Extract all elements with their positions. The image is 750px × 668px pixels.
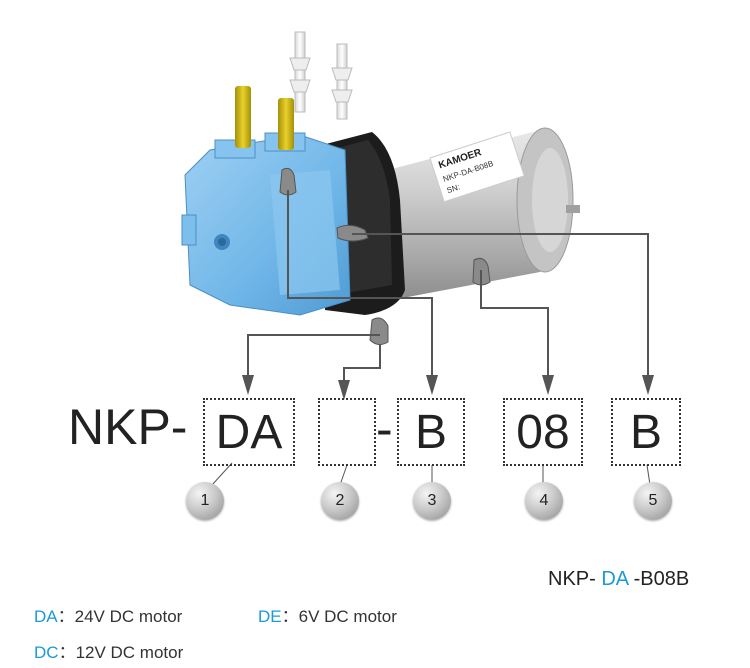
legend-desc: 6V DC motor [298,607,397,626]
legend-item-da: DA：24V DC motor [34,602,182,627]
legend-colon: ： [281,607,299,626]
example-model: NKP- DA -B08B [548,568,689,591]
legend-desc: 24V DC motor [74,607,183,626]
example-prefix: NKP- [548,568,596,590]
field-number-3: 3 [413,482,451,520]
field-box-5: B [611,398,681,466]
motor [388,127,580,300]
legend-code: DA [34,607,58,626]
model-prefix: NKP- [68,399,188,455]
field-box-3: B [397,398,465,466]
field-box-1: DA [203,398,295,466]
field-number-5: 5 [634,482,672,520]
model-separator: - [376,401,393,457]
hand-pointer-icon [369,317,389,346]
field-number-2: 2 [321,482,359,520]
legend-item-dc: DC：12V DC motor [34,638,183,663]
field-box-4: 08 [503,398,583,466]
legend-item-de: DE：6V DC motor [258,602,397,627]
tubes [235,86,294,150]
field-number-1: 1 [186,482,224,520]
legend-code: DC [34,643,59,662]
callout-arrows [242,190,654,400]
legend-colon: ： [57,607,75,626]
legend-code: DE [258,607,282,626]
legend-desc: 12V DC motor [75,643,184,662]
hand-pointer-icon [279,167,297,196]
motor-label: KAMOER NKP-DA-B08B SN: [429,131,525,203]
barb-connectors [289,31,353,120]
number-leaders [211,462,651,486]
example-highlight: DA [601,568,629,590]
legend-colon: ： [58,643,76,662]
label-serial: SN: [446,182,461,195]
pump-head [181,132,351,316]
field-box-2 [318,398,376,466]
example-suffix: -B08B [633,568,690,590]
field-number-4: 4 [525,482,563,520]
